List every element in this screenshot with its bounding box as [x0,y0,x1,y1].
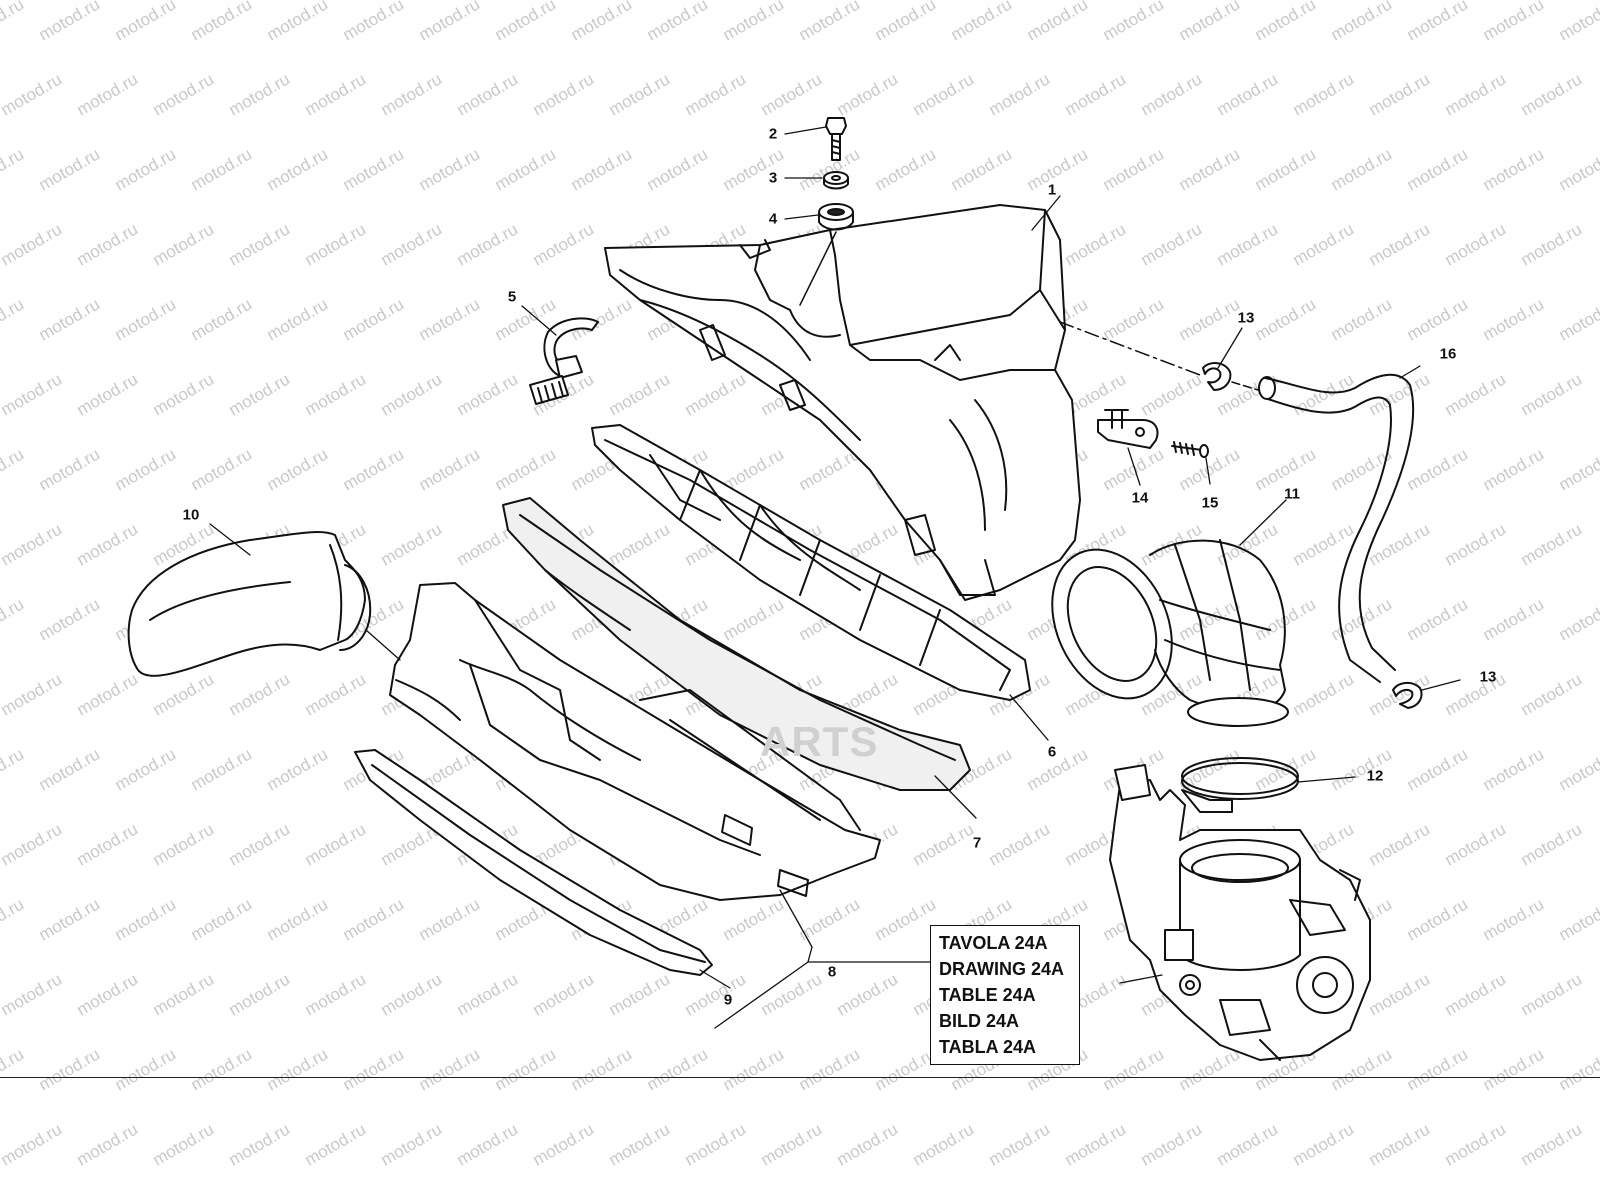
callout-1: 1 [1047,181,1057,199]
callout-14: 14 [1131,489,1149,507]
reference-line: TABLE 24A [939,985,1036,1005]
faded-brand-text: ARTS [760,718,879,765]
reference-line: TAVOLA 24A [939,933,1048,953]
air-filter-element [502,497,971,791]
breather-hose [1258,373,1415,683]
airbox-housing [604,204,1081,601]
callout-3: 3 [768,169,778,187]
bracket [1097,409,1159,449]
seal-strip [354,749,713,976]
bolt [825,117,847,161]
small-clamp-upper [1202,362,1232,391]
throttle-body [1109,764,1371,1061]
clip [529,317,599,405]
reference-table-box: TAVOLA 24A DRAWING 24A TABLE 24A BILD 24… [930,925,1080,1065]
callout-12: 12 [1366,767,1384,785]
callout-13a: 13 [1237,309,1255,327]
callout-13b: 13 [1479,668,1497,686]
callout-11: 11 [1284,485,1300,503]
callout-7: 7 [972,834,982,852]
callout-8: 8 [827,963,837,981]
callout-2: 2 [768,125,778,143]
filter-frame [591,424,1031,701]
grommet [818,203,854,231]
callout-6: 6 [1047,743,1057,761]
callout-10: 10 [182,506,200,524]
callout-9: 9 [723,991,733,1009]
callout-4: 4 [768,210,778,228]
reference-line: TABLA 24A [939,1037,1037,1057]
callout-16: 16 [1439,345,1457,363]
reference-line: DRAWING 24A [939,959,1065,979]
lower-airbox [389,582,881,901]
bottom-border-line [0,1077,1600,1078]
callout-15: 15 [1201,494,1219,512]
washer [823,171,849,190]
screw [1171,441,1209,458]
callout-5: 5 [507,288,517,306]
hose-clamp [1181,757,1299,813]
small-clamp-lower [1392,682,1423,709]
intake-manifold [1051,539,1289,727]
reference-line: BILD 24A [939,1011,1020,1031]
intake-duct [127,531,372,677]
